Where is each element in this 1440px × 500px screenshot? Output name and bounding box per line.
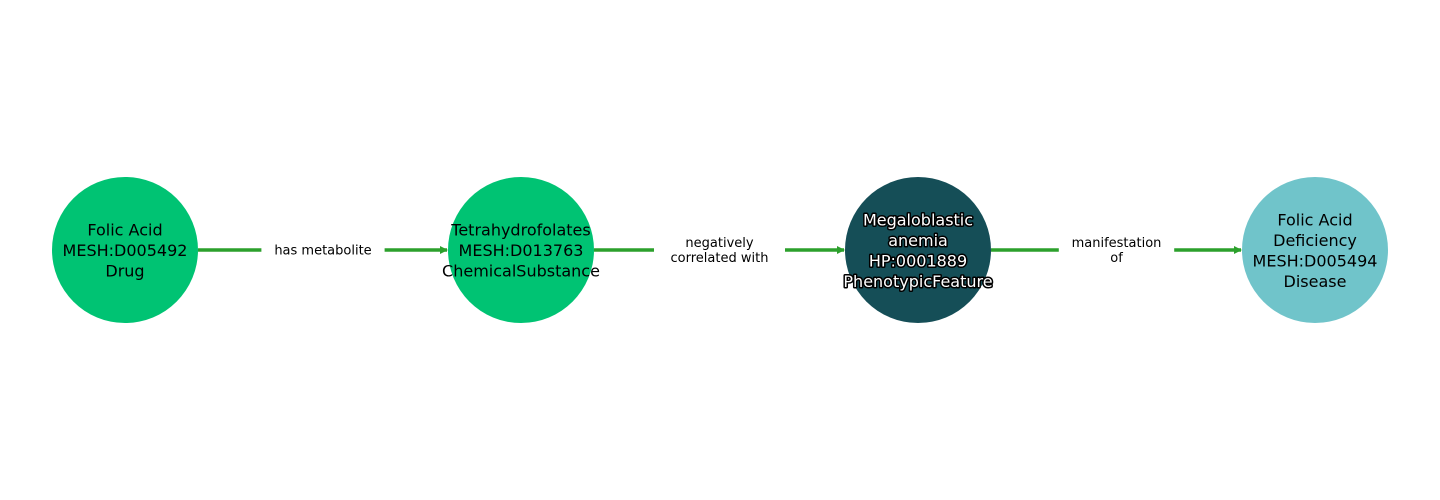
- node-label: anemia: [888, 231, 948, 250]
- edge-label-bg: [1058, 231, 1175, 269]
- node-circle[interactable]: [52, 177, 198, 323]
- node-label: Tetrahydrofolates: [450, 221, 590, 240]
- edge-label-bg: [654, 231, 785, 269]
- node-label: Folic Acid: [1277, 210, 1352, 229]
- node-megaloblastic-anemia[interactable]: Megaloblastic anemiaHP:0001889PhenotypicF…: [842, 177, 994, 323]
- edge-label: correlated with: [671, 251, 769, 266]
- node-label: MESH:D005492: [63, 241, 188, 260]
- node-circle[interactable]: [1242, 177, 1388, 323]
- node-circle[interactable]: [448, 177, 594, 323]
- node-circle[interactable]: [845, 177, 991, 323]
- node-label: HP:0001889: [869, 251, 967, 270]
- edge-label: of: [1110, 251, 1123, 266]
- node-label: Drug: [105, 262, 144, 281]
- node-label: MESH:D013763: [459, 241, 584, 260]
- node-tetrahydrofolates[interactable]: TetrahydrofolatesMESH:D013763ChemicalSub…: [442, 177, 600, 323]
- node-label: Deficiency: [1273, 231, 1357, 250]
- node-label: Megaloblastic: [863, 210, 973, 229]
- node-label: Disease: [1284, 272, 1347, 291]
- edge-0: has metabolite: [198, 238, 448, 262]
- node-label: PhenotypicFeature: [843, 272, 992, 291]
- edge-label: manifestation: [1072, 236, 1162, 251]
- edge-label: negatively: [685, 236, 753, 251]
- node-label: Folic Acid: [87, 221, 162, 240]
- edge-label-bg: [261, 238, 385, 262]
- node-label: MESH:D005494: [1253, 251, 1378, 270]
- node-label: ChemicalSubstance: [442, 262, 600, 281]
- edge-label: has metabolite: [274, 244, 371, 259]
